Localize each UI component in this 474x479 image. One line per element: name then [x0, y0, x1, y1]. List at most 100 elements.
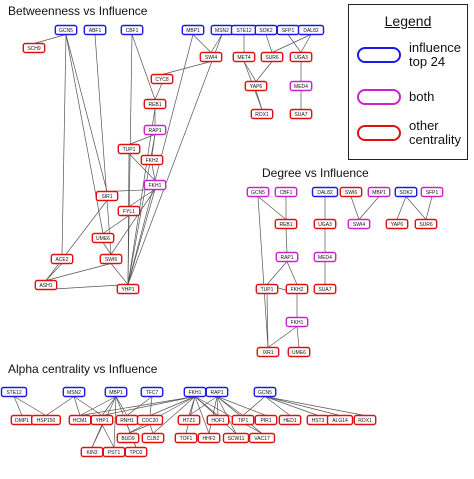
edge-met4-yap6 — [243, 61, 257, 82]
node-label: MBP1 — [372, 190, 386, 196]
node-label: DMP1 — [15, 418, 29, 424]
node-msn2: MSN2 — [210, 24, 234, 36]
node-label: HCM1 — [73, 418, 87, 424]
node-box-other — [248, 432, 276, 444]
node-label: STE12 — [6, 390, 22, 396]
node-label: UME6 — [292, 350, 306, 356]
node-gcn5: GCN5 — [54, 24, 78, 36]
edge-sfp1-uga3 — [287, 34, 302, 53]
node-box-other — [117, 205, 141, 217]
node-label: UGA3 — [318, 222, 332, 228]
edge-reb1-yhp1 — [127, 108, 156, 285]
node-fkh1: FKH1 — [183, 386, 207, 398]
node-label: ACE2 — [55, 257, 68, 263]
node-box-other — [289, 108, 313, 120]
node-box-other — [256, 346, 280, 358]
edge-reb1-rap1 — [285, 228, 288, 253]
edge-tup1-fkh1 — [128, 153, 156, 181]
node-box-influence — [311, 186, 339, 198]
node-box-other — [287, 346, 311, 358]
node-label: FKH2 — [291, 287, 304, 293]
node-label: ROX1 — [358, 418, 372, 424]
node-msn2: MSN2 — [62, 386, 86, 398]
legend-label-influence-line2: top 24 — [409, 54, 446, 69]
node-box-other — [143, 98, 167, 110]
node-box-other — [339, 186, 363, 198]
node-box-both — [285, 316, 309, 328]
edge-swi4-cyc8 — [161, 61, 212, 75]
node-fkh1: FKH1 — [285, 316, 309, 328]
edge-mbp1-swi4 — [192, 34, 212, 53]
edge-mbp1-rnh1 — [115, 396, 128, 416]
edge-fkh1-ixr1 — [267, 326, 298, 348]
node-sfp1: SFP1 — [420, 186, 444, 198]
node-label: CYC8 — [155, 77, 169, 83]
node-label: TUP1 — [261, 287, 274, 293]
edge-fkh1-fyl1 — [128, 189, 156, 207]
node-label: FKH1 — [189, 390, 202, 396]
edge-fkh1-vac17 — [194, 396, 263, 434]
node-dal82: DAL82 — [311, 186, 339, 198]
node-sur6: SUR6 — [260, 51, 284, 63]
edge-fkh1-ume6 — [296, 326, 300, 348]
node-label: HST3 — [312, 418, 325, 424]
node-ash1: ASH1 — [34, 279, 58, 291]
node-cbf1: CBF1 — [274, 186, 298, 198]
node-rap1: RAP1 — [205, 386, 229, 398]
node-label: HHF2 — [202, 436, 215, 442]
node-label: SWI4 — [205, 55, 217, 61]
legend-box: Legend influence top 24 both other centr… — [348, 4, 468, 160]
edge-dal82-sur6 — [271, 34, 312, 53]
node-box-influence — [140, 386, 164, 398]
node-med4: MED4 — [313, 251, 337, 263]
edge-rap1-fkh2 — [286, 261, 298, 285]
node-label: RAP1 — [280, 255, 293, 261]
node-label: ABF1 — [89, 28, 102, 34]
node-box-other — [197, 432, 221, 444]
node-box-other — [222, 432, 250, 444]
legend-label-both-line1: both — [409, 89, 435, 104]
edge-fkh2-fkh1 — [151, 164, 156, 181]
legend-label-both: both — [409, 90, 434, 104]
edge-ste12-hsp150 — [13, 396, 47, 416]
node-box-influence — [181, 24, 205, 36]
node-box-other — [278, 414, 302, 426]
node-box-other — [124, 446, 148, 458]
node-label: BUD9 — [121, 436, 135, 442]
node-label: SUA7 — [318, 287, 331, 293]
node-label: UGA3 — [294, 55, 308, 61]
node-label: REB1 — [148, 102, 161, 108]
node-label: PST1 — [108, 450, 121, 456]
node-kin3: KIN3 — [80, 446, 104, 458]
node-label: GCN5 — [258, 390, 272, 396]
node-box-influence — [83, 24, 107, 36]
node-box-influence — [297, 24, 325, 36]
node-box-influence — [120, 24, 144, 36]
node-gcn5: GCN5 — [253, 386, 277, 398]
node-box-influence — [0, 386, 28, 398]
node-rap1: RAP1 — [275, 251, 299, 263]
node-scw11: SCW11 — [222, 432, 250, 444]
node-tup1: TUP1 — [117, 143, 141, 155]
node-yap6: YAP6 — [244, 80, 268, 92]
node-abf1: ABF1 — [83, 24, 107, 36]
node-htz1: HTZ1 — [177, 414, 201, 426]
node-ace2: ACE2 — [50, 253, 74, 265]
node-reb1: REB1 — [143, 98, 167, 110]
node-sua7: SUA7 — [313, 283, 337, 295]
node-box-influence — [104, 386, 128, 398]
node-label: YHP1 — [95, 418, 108, 424]
node-box-both — [274, 186, 298, 198]
node-label: RAP1 — [148, 128, 161, 134]
legend-title: Legend — [384, 13, 432, 29]
node-box-both — [313, 251, 337, 263]
node-label: CLB2 — [147, 436, 160, 442]
node-box-other — [385, 218, 409, 230]
node-label: PIR1 — [260, 418, 271, 424]
node-label: MBP1 — [186, 28, 200, 34]
edge-gcn5-hst3 — [264, 396, 319, 416]
node-label: FYL1 — [123, 209, 135, 215]
node-box-other — [136, 414, 164, 426]
